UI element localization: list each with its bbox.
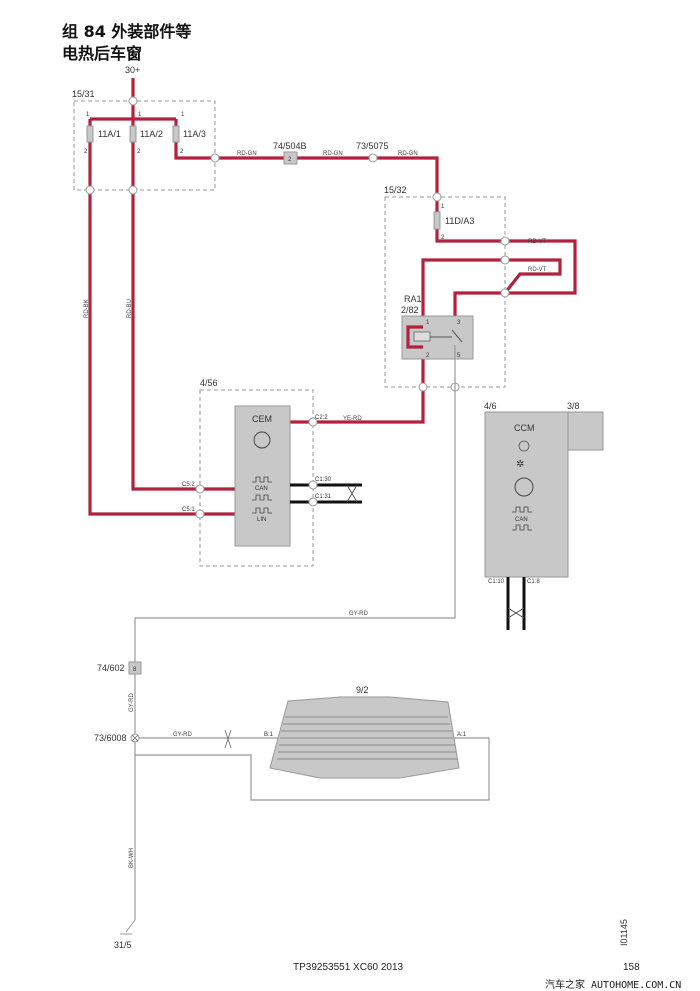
page-title: 组 84 外装部件等 (62, 22, 192, 41)
svg-text:C1:10: C1:10 (488, 579, 505, 585)
svg-text:2: 2 (426, 353, 430, 359)
svg-text:5: 5 (457, 353, 461, 359)
relay-coil-icon (413, 331, 431, 342)
svg-text:B:1: B:1 (264, 732, 274, 738)
svg-text:C5:2: C5:2 (182, 482, 195, 488)
svg-text:2: 2 (137, 149, 141, 155)
page-number: 158 (623, 962, 640, 973)
temperature-icon (518, 440, 530, 452)
supply-label: 30+ (125, 65, 140, 75)
red-wire-relay (290, 258, 562, 424)
svg-text:RD-VT: RD-VT (528, 267, 547, 273)
svg-text:C1:31: C1:31 (315, 494, 332, 500)
svg-text:CAN: CAN (515, 517, 528, 523)
connector-label: 74/504B (273, 141, 307, 151)
relay-switch-icon (430, 329, 463, 343)
svg-text:8: 8 (133, 667, 137, 673)
svg-text:RD-BU: RD-BU (127, 299, 133, 318)
fuse-box-label: 15/31 (72, 89, 95, 99)
svg-text:2: 2 (288, 157, 292, 163)
svg-text:3: 3 (457, 320, 461, 326)
svg-text:CAN: CAN (255, 486, 268, 492)
fuse-box-15-31 (73, 100, 216, 191)
svg-text:BK-WH: BK-WH (129, 848, 135, 868)
svg-text:1: 1 (86, 112, 90, 118)
fuses: 11A/1 11A/2 11A/3 1 1 1 2 2 2 (84, 112, 206, 155)
cem-module (234, 405, 291, 547)
svg-text:RA1: RA1 (404, 294, 422, 304)
svg-text:YE-RD: YE-RD (343, 416, 362, 422)
svg-text:CEM: CEM (252, 414, 272, 424)
svg-text:4/56: 4/56 (200, 378, 218, 388)
svg-text:9/2: 9/2 (356, 685, 369, 695)
svg-text:RD-GN: RD-GN (323, 151, 343, 157)
connector-74-504b (283, 151, 298, 165)
fuse-icon (86, 125, 94, 143)
fuse-icon (129, 125, 137, 143)
svg-text:RD-GN: RD-GN (237, 151, 257, 157)
svg-text:15/32: 15/32 (384, 185, 407, 195)
signal-wave-icon (512, 506, 532, 531)
connector-74-602 (128, 661, 142, 675)
ac-snowflake-icon: ✲ (516, 459, 524, 470)
splice-73-5075 (368, 153, 378, 163)
svg-text:4/6: 4/6 (484, 401, 497, 411)
svg-text:RD-GN: RD-GN (398, 151, 418, 157)
svg-text:2: 2 (84, 149, 88, 155)
svg-text:2: 2 (441, 235, 445, 241)
doc-id: TP39253551 XC60 2013 (293, 962, 404, 973)
page-subtitle: 电热后车窗 (62, 44, 143, 63)
svg-text:RD-BK: RD-BK (84, 299, 90, 318)
svg-text:2: 2 (180, 149, 184, 155)
ccm-module (484, 411, 569, 578)
watermark: 汽车之家 AUTOHOME.COM.CN (545, 980, 682, 991)
signal-wave-icon (252, 476, 272, 514)
svg-text:C5:1: C5:1 (182, 507, 195, 513)
fuse-icon (433, 211, 441, 230)
svg-text:GY-RD: GY-RD (129, 693, 135, 712)
svg-text:73/6008: 73/6008 (94, 733, 127, 743)
gray-wire (134, 345, 490, 920)
svg-text:GY-RD: GY-RD (349, 611, 368, 617)
svg-text:GY-RD: GY-RD (173, 732, 192, 738)
rear-window-heater (269, 696, 460, 779)
fuse-label: 11A/1 (98, 129, 121, 139)
fuse-label: 11A/3 (183, 129, 206, 139)
svg-text:11D/A3: 11D/A3 (445, 216, 474, 226)
transistor-icon (253, 431, 271, 449)
svg-text:I01145: I01145 (619, 919, 629, 946)
svg-text:LIN: LIN (257, 517, 266, 523)
fuse-label: 11A/2 (140, 129, 163, 139)
svg-text:1: 1 (181, 112, 185, 118)
svg-text:C1:30: C1:30 (315, 477, 332, 483)
svg-text:31/5: 31/5 (114, 940, 132, 950)
fuse-icon (172, 125, 180, 143)
twisted-pair-icon (346, 484, 358, 503)
svg-text:1: 1 (441, 204, 445, 210)
fuse-box-15-32 (384, 196, 506, 388)
svg-text:C2:2: C2:2 (315, 415, 328, 421)
svg-text:3/8: 3/8 (567, 401, 580, 411)
cem-module-box (199, 389, 314, 567)
splice-label: 73/5075 (356, 141, 389, 151)
svg-text:C1:8: C1:8 (527, 579, 540, 585)
svg-text:1: 1 (138, 112, 142, 118)
svg-text:2/82: 2/82 (401, 305, 419, 315)
can-bus-wires (290, 483, 362, 504)
ground-icon (120, 919, 136, 935)
svg-text:CCM: CCM (514, 423, 535, 433)
transistor-icon (514, 477, 534, 497)
sensor-3-8 (567, 411, 604, 451)
svg-text:1: 1 (426, 320, 430, 326)
svg-text:RD-VT: RD-VT (528, 239, 547, 245)
svg-text:A:1: A:1 (457, 732, 467, 738)
svg-text:74/602: 74/602 (97, 663, 125, 673)
